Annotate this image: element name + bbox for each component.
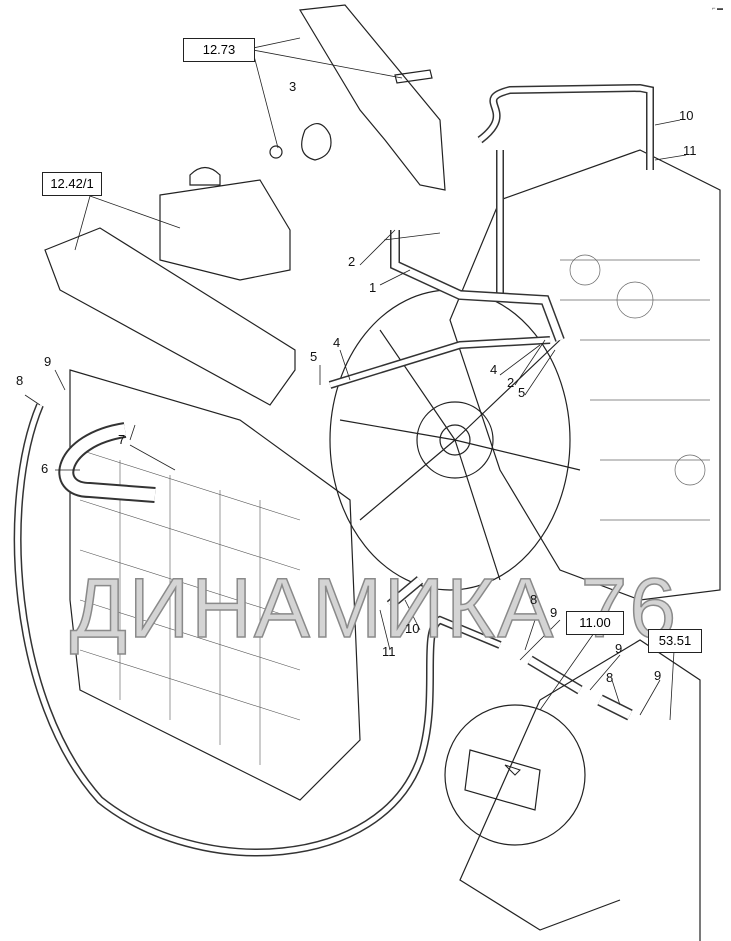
mounting-bracket	[299, 4, 446, 191]
callout-2: 2	[507, 375, 515, 390]
hose-10	[477, 83, 654, 170]
filter-detail-view	[444, 704, 586, 846]
callout-6: 6	[41, 461, 49, 476]
callout-9: 9	[550, 605, 558, 620]
engine-detail	[560, 254, 710, 521]
callout-10: 10	[679, 108, 694, 123]
engine	[449, 149, 721, 601]
callout-5: 5	[310, 349, 318, 364]
hose-1	[390, 230, 565, 342]
callout-8: 8	[606, 670, 614, 685]
flow-arrow-icon	[504, 764, 521, 776]
ref-box-11-00[interactable]: 11.00	[566, 611, 624, 635]
ref-box-53-51[interactable]: 53.51	[648, 629, 702, 653]
callout-10: 10	[405, 621, 420, 636]
callout-8: 8	[16, 373, 24, 388]
fan-hub	[416, 401, 494, 479]
watermark: ДИНАМИКА 76	[69, 560, 679, 656]
callout-4: 4	[490, 362, 498, 377]
tank-cap	[189, 166, 221, 186]
callout-4: 4	[333, 335, 341, 350]
callout-9: 9	[654, 668, 662, 683]
ref-box-12-73[interactable]: 12.73	[183, 38, 255, 62]
callout-9: 9	[615, 641, 623, 656]
radiator	[69, 369, 361, 801]
clamp-3	[301, 123, 332, 161]
radiator-core	[79, 449, 301, 765]
leader-lines	[24, 37, 687, 721]
callout-2: 2	[348, 254, 356, 269]
corner-mark: ⌐ ▬	[711, 6, 723, 12]
callout-11: 11	[382, 644, 396, 659]
callout-7: 7	[118, 432, 126, 447]
callout-3: 3	[289, 79, 297, 94]
expansion-tank	[159, 179, 291, 281]
nut	[269, 145, 283, 159]
ref-box-12-42-1[interactable]: 12.42/1	[42, 172, 102, 196]
fuel-tank	[459, 639, 701, 941]
callout-1: 1	[369, 280, 377, 295]
radiator-top-bar	[44, 227, 296, 406]
bolt	[394, 69, 433, 84]
callout-8: 8	[530, 592, 538, 607]
callout-11: 11	[683, 143, 697, 158]
fan	[329, 289, 571, 591]
callout-9: 9	[44, 354, 52, 369]
callout-5: 5	[518, 385, 526, 400]
